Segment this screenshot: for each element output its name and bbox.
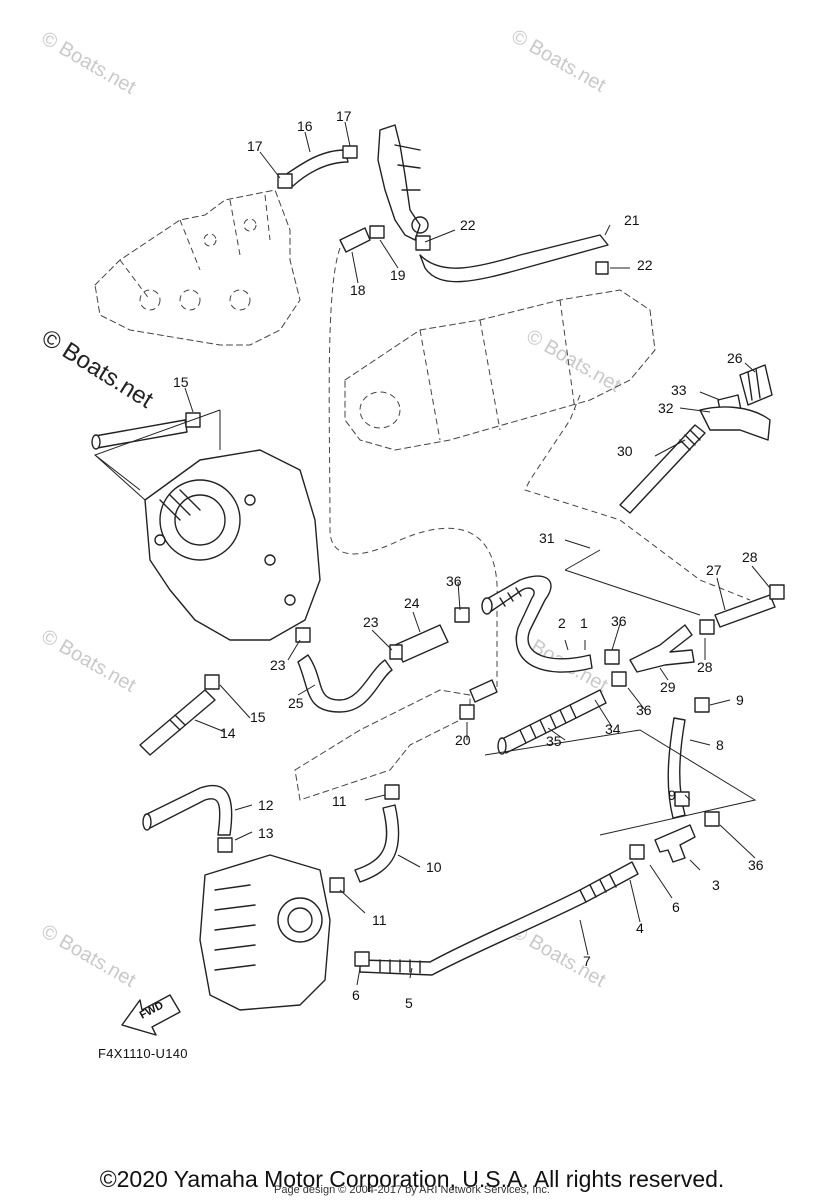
callout-9-upper: 9 [736, 692, 744, 708]
callout-11-lower: 11 [372, 912, 387, 928]
diagram-code: F4X1110-U140 [98, 1046, 188, 1061]
hose-2 [481, 575, 593, 673]
callout-28-lower: 28 [697, 659, 713, 675]
callout-35: 35 [546, 733, 562, 749]
hose-8 [667, 697, 710, 819]
callout-28-upper: 28 [742, 549, 758, 565]
callout-17-left: 17 [247, 138, 263, 154]
hose-4-5 [354, 844, 645, 976]
group-lines [93, 409, 757, 836]
fitting-26 [739, 364, 773, 406]
callout-36-bottom: 36 [748, 857, 764, 873]
hose-35 [497, 689, 607, 755]
callout-22-right: 22 [637, 257, 653, 273]
hose-12 [142, 784, 233, 853]
callout-13: 13 [258, 825, 274, 841]
callout-5: 5 [405, 995, 413, 1011]
callout-6-right: 6 [672, 899, 680, 915]
callout-26: 26 [727, 350, 743, 366]
callout-36-right: 36 [636, 702, 652, 718]
callout-15-upper: 15 [173, 374, 189, 390]
pipe-30 [619, 424, 706, 514]
callout-23-right: 23 [363, 614, 379, 630]
watermark-mid-right: © Boats.net [523, 325, 625, 397]
hose-18 [328, 225, 498, 690]
callout-14: 14 [220, 725, 236, 741]
watermark-layer: © Boats.net © Boats.net © Boats.net © Bo… [37, 25, 625, 992]
callout-1: 1 [580, 615, 588, 631]
watermark-mid-left: © Boats.net [38, 625, 140, 697]
callout-6-bottom: 6 [352, 987, 360, 1003]
intake-body [344, 289, 751, 601]
callout-34: 34 [605, 721, 621, 737]
valve-bracket [377, 124, 429, 241]
t-joint-3 [654, 811, 720, 863]
watermark-overlay: © Boats.net [37, 324, 158, 414]
y-joint-29 [604, 624, 695, 687]
callout-31: 31 [539, 530, 555, 546]
watermark-bottom-left: © Boats.net [38, 920, 140, 992]
callout-20: 20 [455, 732, 471, 748]
callout-33: 33 [671, 382, 687, 398]
callouts: 1 2 3 4 5 6 6 7 8 9 9 10 11 11 12 13 14 … [173, 108, 764, 1011]
callout-11-upper: 11 [332, 793, 347, 809]
hose-16 [277, 145, 358, 189]
hose-27 [699, 584, 785, 635]
callout-22-left: 22 [460, 217, 476, 233]
callout-24: 24 [404, 595, 420, 611]
callout-25: 25 [288, 695, 304, 711]
fitting-24 [389, 607, 470, 663]
callout-16: 16 [297, 118, 313, 134]
callout-30: 30 [617, 443, 633, 459]
callout-2: 2 [558, 615, 566, 631]
callout-4: 4 [636, 920, 644, 936]
callout-8: 8 [716, 737, 724, 753]
callout-21: 21 [624, 212, 640, 228]
hose-25 [295, 627, 393, 713]
callout-19: 19 [390, 267, 406, 283]
callout-12: 12 [258, 797, 274, 813]
callout-3: 3 [712, 877, 720, 893]
drive-housing [199, 854, 331, 1011]
callout-17-right: 17 [336, 108, 352, 124]
callout-7: 7 [583, 953, 591, 969]
exhaust-manifold [94, 189, 301, 346]
hose-15 [91, 410, 221, 501]
callout-23-left: 23 [270, 657, 286, 673]
bracket-32-33 [699, 394, 771, 441]
outlet-plate [294, 679, 498, 801]
hose-10 [329, 784, 400, 893]
callout-10: 10 [426, 859, 442, 875]
leader-lines [184, 121, 771, 986]
callout-18: 18 [350, 282, 366, 298]
copyright-notice: ©2020 Yamaha Motor Corporation, U.S.A. A… [99, 1166, 725, 1192]
hose-14 [139, 674, 220, 756]
fwd-arrow: FWD [121, 994, 181, 1036]
watermark-top-left: © Boats.net [38, 27, 140, 99]
callout-9-lower: 9 [668, 787, 676, 803]
pump-housing [144, 449, 321, 641]
callout-27: 27 [706, 562, 722, 578]
callout-32: 32 [658, 400, 674, 416]
page-design-credit: Page design © 2004-2017 by ARI Network S… [274, 1184, 550, 1196]
callout-29: 29 [660, 679, 676, 695]
watermark-top-right: © Boats.net [508, 25, 610, 97]
hose-21 [415, 234, 609, 283]
callout-36-upper: 36 [446, 573, 462, 589]
callout-36-middle: 36 [611, 613, 627, 629]
callout-15-lower: 15 [250, 709, 266, 725]
